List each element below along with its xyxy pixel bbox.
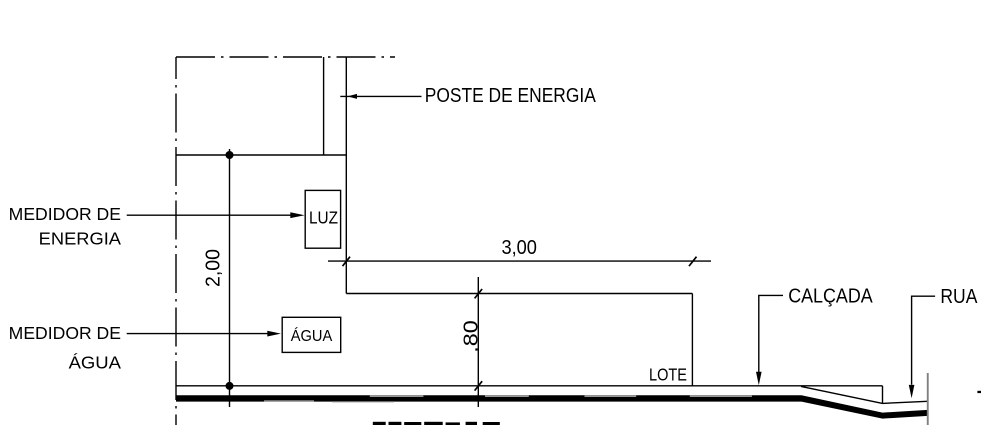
svg-text:MEDIDOR DE: MEDIDOR DE	[9, 323, 121, 343]
svg-text:.80: .80	[460, 320, 482, 353]
svg-text:LUZ: LUZ	[309, 207, 338, 227]
svg-text:2,00: 2,00	[202, 249, 224, 287]
svg-text:POSTE DE ENERGIA: POSTE DE ENERGIA	[425, 85, 597, 107]
svg-text:3,00: 3,00	[501, 237, 537, 259]
svg-text:MEDIDOR DE: MEDIDOR DE	[9, 204, 121, 224]
svg-text:LOTE: LOTE	[649, 365, 687, 385]
svg-text:ENERGIA: ENERGIA	[39, 229, 122, 249]
svg-text:ÁGUA: ÁGUA	[69, 353, 122, 373]
svg-text:ÁGUA: ÁGUA	[291, 326, 333, 345]
svg-text:CALÇADA: CALÇADA	[788, 285, 873, 307]
svg-text:RUA: RUA	[940, 286, 978, 308]
